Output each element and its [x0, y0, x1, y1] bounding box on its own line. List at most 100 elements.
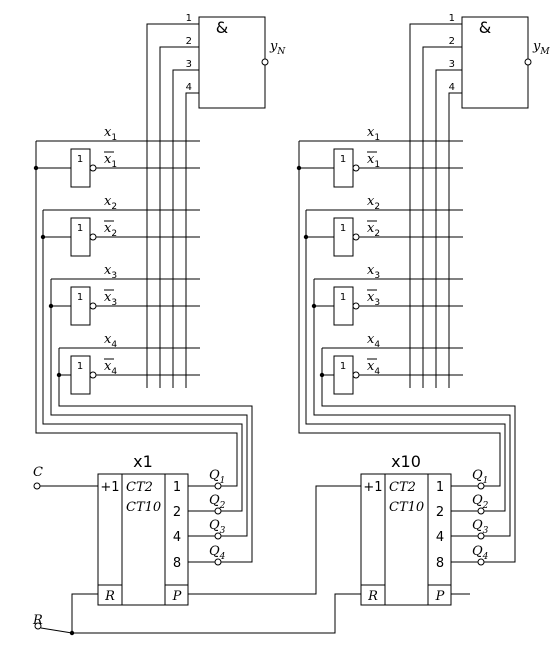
reset-terminal [34, 622, 42, 630]
inverter-bubble [352, 371, 360, 379]
gate-input-wire [159, 46, 199, 388]
carry-wire [188, 485, 361, 595]
gate-input-number: 3 [186, 59, 192, 70]
and-symbol: & [216, 18, 228, 37]
counter-output-label: Q1 [472, 468, 488, 486]
inverted-variable-label: x4 [104, 359, 117, 377]
counter-output-label: Q2 [209, 493, 226, 511]
output-terminal [261, 58, 269, 66]
clock-input-label: C [33, 465, 43, 480]
weight-label: 1 [173, 480, 181, 495]
gate-input-wire [146, 23, 199, 388]
variable-label: x4 [104, 332, 117, 350]
counter-output-terminal [477, 532, 485, 540]
inverter-bubble [352, 233, 360, 241]
counter [360, 473, 452, 606]
counter-output-label: Q2 [472, 493, 489, 511]
variable-label: x1 [367, 125, 380, 143]
variable-label: x2 [367, 194, 380, 212]
gate-input-number: 3 [449, 59, 455, 70]
junction-dot [69, 630, 75, 636]
inverted-variable-label: x3 [367, 290, 380, 308]
and-gate [461, 16, 529, 109]
inverted-variable-label: x1 [104, 152, 117, 170]
counter-output-label: Q1 [209, 468, 225, 486]
feedback-wire [58, 348, 253, 563]
inverted-variable-label: x4 [367, 359, 380, 377]
gate-input-wire [409, 23, 462, 388]
variable-label: x4 [367, 332, 380, 350]
counter-output-terminal [214, 507, 222, 515]
counter-output-terminal [477, 558, 485, 566]
weight-label: 4 [436, 530, 444, 545]
counter-output-terminal [477, 507, 485, 515]
inverter-symbol: 1 [340, 292, 346, 303]
gate-input-number: 4 [186, 82, 192, 93]
counter-type-line-2: CT10 [126, 500, 161, 515]
junction-dot [40, 234, 46, 240]
counter-title: x1 [133, 452, 153, 471]
feedback-wire [35, 141, 238, 487]
junction-dot [319, 372, 325, 378]
junction-dot [56, 372, 62, 378]
wires [35, 23, 530, 634]
counter-output-terminal [214, 482, 222, 490]
variable-label: x1 [104, 125, 117, 143]
gate-output-label: yM [532, 39, 550, 57]
inverter-bubble [352, 302, 360, 310]
variable-label: x3 [367, 263, 380, 281]
output-terminal [524, 58, 532, 66]
inverter-symbol: 1 [77, 361, 83, 372]
counter-output-label: Q4 [209, 544, 226, 562]
counter-type-line-1: CT2 [389, 480, 416, 495]
reset-pin-label: R [367, 589, 378, 604]
inverter-symbol: 1 [77, 223, 83, 234]
reset-pin-label: R [104, 589, 115, 604]
variable-label: x3 [104, 263, 117, 281]
reset-label: R [32, 613, 43, 628]
weight-label: 8 [173, 556, 181, 571]
and-gate [198, 16, 266, 109]
gate-input-wire [185, 92, 199, 388]
feedback-wire [50, 279, 248, 537]
clock-input-terminal [33, 482, 41, 490]
gate-input-wire [435, 69, 462, 388]
inverter-symbol: 1 [340, 361, 346, 372]
reset-wire [40, 593, 361, 634]
junctions [33, 165, 325, 636]
counter-type-line-1: CT2 [126, 480, 153, 495]
inverter-symbol: 1 [77, 292, 83, 303]
inverted-variable-label: x2 [104, 221, 117, 239]
gate-input-number: 2 [186, 36, 192, 47]
gate-input-number: 1 [186, 13, 192, 24]
inverter-bubble [89, 164, 97, 172]
gate-input-wire [172, 69, 199, 388]
reset-wire [71, 593, 98, 633]
inverter-symbol: 1 [340, 154, 346, 165]
counter-output-terminal [214, 558, 222, 566]
inverter-bubble [89, 302, 97, 310]
counter-title: x10 [391, 452, 421, 471]
counter-output-terminal [477, 482, 485, 490]
junction-dot [33, 165, 39, 171]
gate-input-wire [422, 46, 462, 388]
junction-dot [311, 303, 317, 309]
feedback-wire [298, 141, 501, 487]
junction-dot [296, 165, 302, 171]
inverted-variable-label: x3 [104, 290, 117, 308]
feedback-wire [313, 279, 511, 537]
feedback-wire [42, 210, 243, 512]
gate-input-number: 1 [449, 13, 455, 24]
weight-label: 4 [173, 530, 181, 545]
gate-input-number: 4 [449, 82, 455, 93]
junction-dot [48, 303, 54, 309]
count-input-label: +1 [363, 480, 382, 495]
and-symbol: & [479, 18, 491, 37]
counter-output-label: Q4 [472, 544, 489, 562]
counter-output-label: Q3 [209, 518, 226, 536]
inverted-variable-label: x1 [367, 152, 380, 170]
inverter-symbol: 1 [340, 223, 346, 234]
weight-label: 1 [436, 480, 444, 495]
